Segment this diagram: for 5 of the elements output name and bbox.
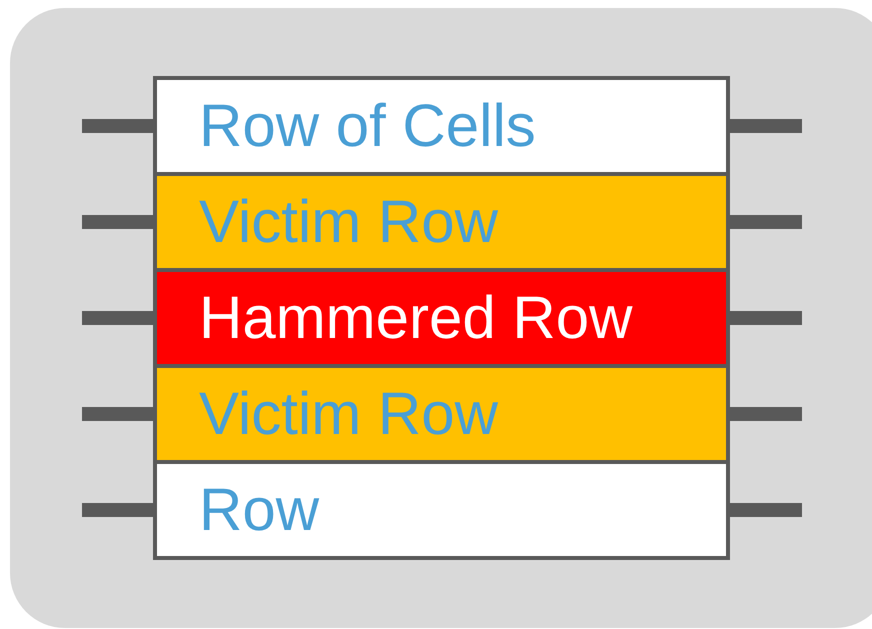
row-label: Row — [198, 480, 320, 540]
row-label: Victim Row — [198, 384, 498, 444]
row-label: Victim Row — [198, 192, 498, 252]
row-label: Hammered Row — [198, 288, 632, 348]
row-label: Row of Cells — [198, 96, 536, 156]
